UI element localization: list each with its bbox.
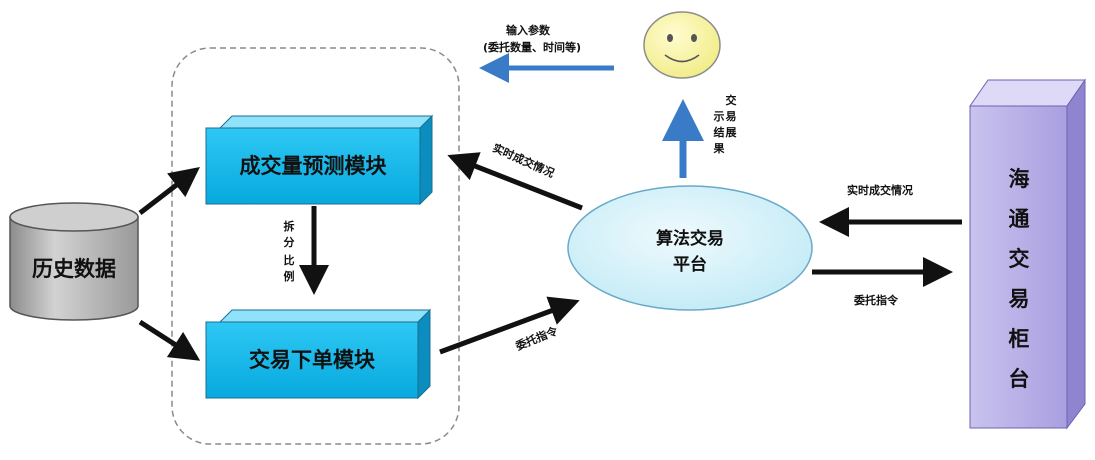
split-ratio-label-char: 拆 xyxy=(284,219,295,233)
prediction-module-box: 成交量预测模块 xyxy=(205,114,434,206)
display-result-label-char: 易 xyxy=(726,110,737,123)
platform-label-line1: 算法交易 xyxy=(655,228,724,249)
split-ratio-label-char: 例 xyxy=(284,269,295,283)
history-data-cylinder: 历史数据 xyxy=(9,202,139,321)
history-to-prediction-arrow xyxy=(138,166,200,215)
display-result-label-char: 果 xyxy=(713,142,725,155)
realtime-fill-label-top: 实时成交情况 xyxy=(847,183,913,197)
order-to-platform-arrow xyxy=(439,296,580,355)
counter-label-char: 海 xyxy=(1009,167,1030,191)
counter-label-char: 通 xyxy=(1009,207,1030,231)
prediction-module-label: 成交量预测模块 xyxy=(240,154,388,178)
split-ratio-label-char: 比 xyxy=(284,253,295,267)
order-command-label-diagonal: 委托指令 xyxy=(513,323,561,353)
platform-to-prediction-arrow xyxy=(447,152,583,211)
module-group-border xyxy=(171,47,460,445)
counter-label-char: 柜 xyxy=(1009,327,1030,351)
order-command-label-right: 委托指令 xyxy=(853,293,899,307)
user-smiley-icon xyxy=(643,11,721,79)
display-result-label-char: 交 xyxy=(726,93,737,107)
input-params-label-line2: (委托数量、时间等) xyxy=(483,40,581,54)
display-result-label-char: 展 xyxy=(725,126,738,139)
counter-label-char: 交 xyxy=(1009,247,1030,271)
display-result-label-char: 示 xyxy=(713,110,725,123)
history-to-order-arrow xyxy=(138,319,201,361)
input-params-label-line1: 输入参数 xyxy=(506,23,551,37)
platform-label-line2: 平台 xyxy=(673,254,707,275)
algo-platform-ellipse: 算法交易 平台 xyxy=(567,185,813,311)
counter-label-char: 易 xyxy=(1009,287,1030,311)
order-module-box: 交易下单模块 xyxy=(205,308,432,400)
split-ratio-label-char: 分 xyxy=(284,235,295,249)
order-module-label: 交易下单模块 xyxy=(249,348,376,372)
display-result-label-char: 结 xyxy=(713,125,725,139)
history-data-label: 历史数据 xyxy=(32,257,116,281)
counter-label-char: 台 xyxy=(1009,367,1030,391)
